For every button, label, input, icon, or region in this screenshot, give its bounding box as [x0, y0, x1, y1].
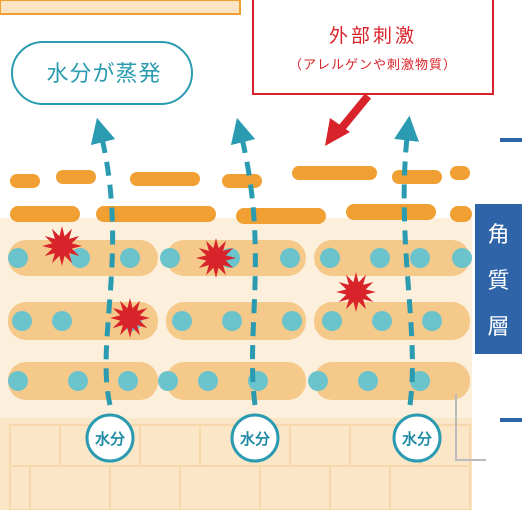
- cell-dot: [12, 311, 32, 331]
- surface-flake: [450, 206, 472, 222]
- cell-dot: [198, 371, 218, 391]
- cell-dot: [410, 248, 430, 268]
- surface-flake: [292, 166, 377, 180]
- cell-band: [314, 362, 470, 400]
- surface-flake: [56, 170, 96, 184]
- cell-dot: [322, 311, 342, 331]
- cell-dot: [358, 371, 378, 391]
- irritant-particles: [42, 226, 376, 338]
- surface-flakes: [10, 166, 472, 224]
- cell-dot: [320, 248, 340, 268]
- layer-tag-char: 層: [487, 315, 510, 340]
- surface-flake: [130, 172, 200, 186]
- water-circles: [85, 413, 442, 463]
- water-circle-1: [85, 413, 135, 463]
- surface-flake: [96, 206, 216, 222]
- cell-layers: [8, 240, 472, 400]
- layer-tag-box: [475, 204, 522, 354]
- water-evaporation-arrows: [90, 115, 419, 406]
- top-banner-fragment: [0, 0, 241, 15]
- external-stimulus-text: 外部刺激 （アレルゲンや刺激物質）: [253, 0, 493, 94]
- evaporation-callout: [11, 41, 193, 105]
- evaporation-label: 水分が蒸発: [46, 62, 162, 87]
- external-stimulus-box: [252, 0, 494, 95]
- cell-dot: [282, 311, 302, 331]
- cell-dot: [8, 371, 28, 391]
- stratum-corneum-tag: 角 質 層: [475, 204, 522, 354]
- surface-flake: [10, 174, 40, 188]
- water-label: 水分: [94, 429, 125, 448]
- cell-dot: [172, 311, 192, 331]
- irritant-starburst: [42, 226, 82, 266]
- cell-dot: [120, 248, 140, 268]
- cell-dot: [222, 311, 242, 331]
- water-arrow-1: [90, 117, 116, 406]
- surface-flake: [236, 208, 326, 224]
- surface-flake: [392, 170, 442, 184]
- water-arrow-2: [230, 117, 258, 406]
- cell-dot: [372, 311, 392, 331]
- water-label: 水分: [239, 429, 270, 448]
- irritant-starburst: [196, 238, 236, 278]
- cell-dot: [410, 371, 430, 391]
- water-arrow-3: [394, 115, 419, 406]
- cell-dot: [422, 311, 442, 331]
- water-circle-2: [230, 413, 280, 463]
- cell-dot: [68, 371, 88, 391]
- water-label: 水分: [401, 429, 432, 448]
- layer-bracket: [455, 138, 522, 461]
- layer-tag-char: 角: [487, 223, 510, 248]
- cell-band: [314, 240, 470, 276]
- surface-flake: [10, 206, 80, 222]
- irritant-starburst: [336, 272, 376, 312]
- cell-dot: [280, 248, 300, 268]
- layer-tag-char: 質: [487, 269, 510, 294]
- cell-band: [166, 362, 306, 400]
- water-circle-3: [392, 413, 442, 463]
- cell-dot: [370, 248, 390, 268]
- stimulus-title: 外部刺激: [328, 25, 417, 47]
- surface-flake: [450, 166, 470, 180]
- stimulus-subtitle: （アレルゲンや刺激物質）: [288, 58, 457, 73]
- cell-dot: [308, 371, 328, 391]
- cell-dot: [160, 248, 180, 268]
- cell-dot: [452, 248, 472, 268]
- cell-dot: [52, 311, 72, 331]
- stimulus-arrow: [325, 93, 372, 146]
- surface-flake: [222, 174, 262, 188]
- cell-dot: [118, 371, 138, 391]
- surface-flake: [346, 204, 436, 220]
- irritant-starburst: [110, 298, 150, 338]
- cell-dot: [158, 371, 178, 391]
- cell-dot: [8, 248, 28, 268]
